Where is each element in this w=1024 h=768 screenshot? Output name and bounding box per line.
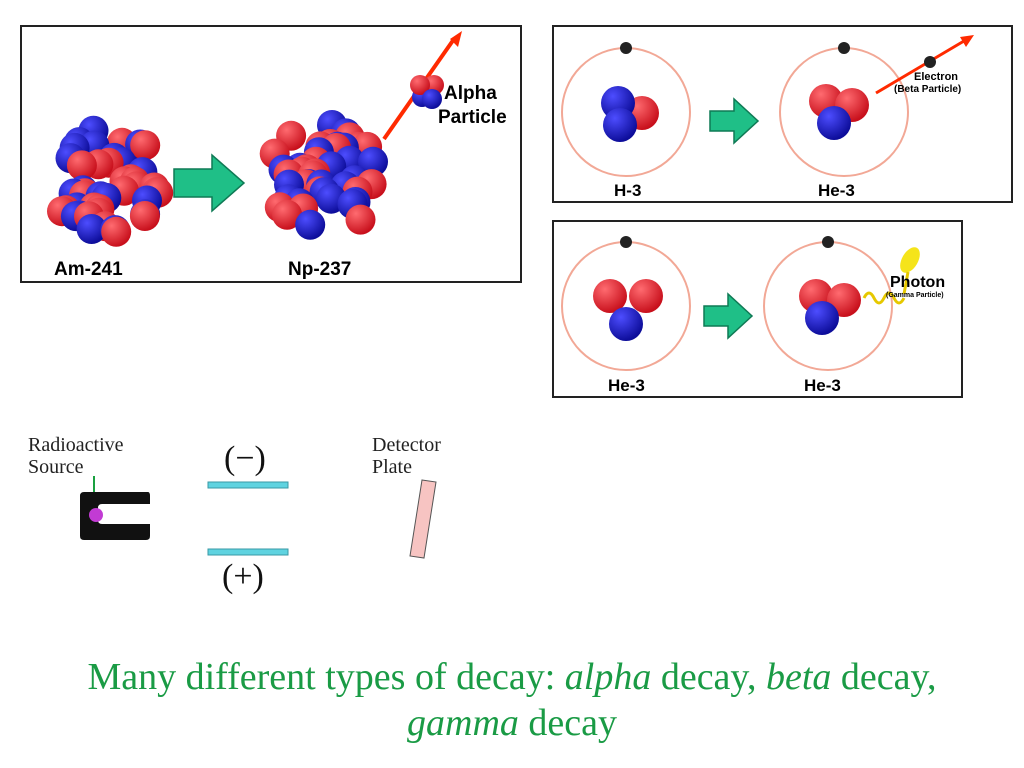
beta-decay-diagram <box>561 35 974 177</box>
caption-mid1: decay, <box>651 656 766 698</box>
beta-electron <box>924 56 936 68</box>
proton <box>130 130 161 161</box>
proton <box>101 216 132 247</box>
decay-arrow <box>173 153 246 213</box>
photon-label: Photon <box>890 274 946 291</box>
he3-excited-nucleus <box>593 279 663 341</box>
caption-mid2: decay, <box>831 656 937 698</box>
gamma-decay-diagram <box>561 236 920 371</box>
np-237-label: Np-237 <box>288 259 352 280</box>
detector-label-line2: Plate <box>372 456 412 478</box>
gamma-decay-arrow <box>703 292 754 340</box>
negative-plate <box>207 481 289 489</box>
caption-prefix: Many different types of decay: <box>87 656 565 698</box>
he3-electron <box>838 42 850 54</box>
neutron <box>76 214 107 244</box>
source-label-line2: Source <box>28 456 84 478</box>
neutron <box>358 146 388 177</box>
h3-label: H-3 <box>614 181 642 200</box>
photon-icon <box>900 247 920 273</box>
negative-plate-label: (−) <box>224 440 266 477</box>
proton <box>129 201 160 231</box>
apparatus-diagram: Radioactive Source (−) (+) Detector Plat… <box>0 420 520 620</box>
he3-label: He-3 <box>818 181 855 200</box>
h3-nucleus <box>601 86 659 142</box>
source-label-line1: Radioactive <box>28 434 124 456</box>
alpha-trail-arrowhead <box>450 31 462 47</box>
photon-tail <box>902 271 910 295</box>
he3-excited-orbit <box>561 241 691 371</box>
alpha-decay-panel: Am-241 Np-237 Alpha Particle <box>20 25 522 283</box>
proton <box>345 204 376 235</box>
neutron <box>295 209 326 240</box>
gamma-decay-panel: He-3 He-3 Photon (Gamma Particle) <box>552 220 963 398</box>
caption-alpha: alpha <box>564 656 652 698</box>
alpha-particle-label-line1: Alpha <box>444 83 497 104</box>
caption-suffix: decay <box>518 702 617 744</box>
electron-label: Electron <box>914 71 959 83</box>
proton <box>272 199 303 230</box>
alpha-particle-label-line2: Particle <box>438 107 507 128</box>
detector-plate <box>409 479 437 559</box>
positive-plate-label: (+) <box>222 558 264 595</box>
caption-beta: beta <box>765 656 832 698</box>
beta-decay-panel: H-3 He-3 Electron (Beta Particle) <box>552 25 1013 203</box>
am-241-label: Am-241 <box>54 259 123 280</box>
decay-caption: Many different types of decay: alpha dec… <box>0 654 1024 746</box>
alpha-particle <box>410 75 444 109</box>
h3-electron <box>620 42 632 54</box>
he3-nucleus <box>809 84 869 140</box>
he3-ground-electron <box>822 236 834 248</box>
beta-decay-arrow <box>709 97 760 145</box>
source-housing <box>80 492 150 540</box>
apparatus-graphics <box>80 476 437 559</box>
he3-ground-label: He-3 <box>804 376 841 395</box>
np-237-nucleus <box>259 110 388 240</box>
radioactive-source <box>89 508 103 522</box>
beta-trail-arrowhead <box>960 35 974 47</box>
caption-gamma: gamma <box>407 702 519 744</box>
photon-wave <box>862 291 906 305</box>
am-241-nucleus <box>47 115 174 247</box>
beta-trail <box>875 39 965 95</box>
he3-excited-label: He-3 <box>608 376 645 395</box>
positive-plate <box>207 548 289 556</box>
beta-particle-label: (Beta Particle) <box>894 84 962 95</box>
alpha-decay-diagram <box>47 31 462 247</box>
detector-label-line1: Detector <box>372 434 441 456</box>
he3-ground-nucleus <box>799 279 861 335</box>
he3-excited-electron <box>620 236 632 248</box>
gamma-particle-label: (Gamma Particle) <box>886 292 944 299</box>
proton <box>66 150 97 181</box>
